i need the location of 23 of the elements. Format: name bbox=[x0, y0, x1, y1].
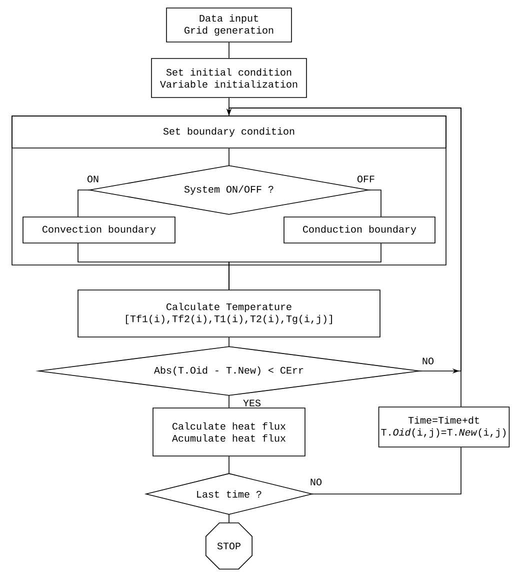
connector bbox=[228, 456, 230, 474]
process-box: Data input Grid generation bbox=[166, 8, 292, 42]
connector bbox=[228, 395, 230, 408]
connector bbox=[228, 148, 230, 166]
process-box: Set initial condition Variable initialization bbox=[151, 58, 307, 98]
connector bbox=[228, 42, 230, 58]
connector bbox=[312, 447, 462, 494]
edge-label: ON bbox=[86, 174, 100, 184]
process-box: Calculate Temperature [Tf1(i),Tf2(i),T1(i),T2(i),Tg(i,j)] bbox=[78, 290, 380, 338]
edge-label: YES bbox=[242, 398, 262, 408]
connector bbox=[228, 514, 230, 523]
process-box: Conduction boundary bbox=[284, 216, 436, 244]
connector bbox=[228, 337, 230, 347]
connector bbox=[78, 190, 90, 217]
process-box: Convection boundary bbox=[22, 216, 176, 244]
process-box: Set boundary condition bbox=[12, 116, 446, 148]
edge-label: NO bbox=[421, 356, 435, 366]
connector bbox=[228, 98, 230, 116]
connector bbox=[368, 190, 382, 217]
process-box: Calculate heat flux Acumulate heat flux bbox=[152, 408, 306, 456]
stop-octagon: STOP bbox=[206, 522, 252, 570]
connector bbox=[228, 243, 382, 290]
process-box: Time=Time+dt T.Oid(i,j)=T.New(i,j) bbox=[378, 406, 510, 448]
